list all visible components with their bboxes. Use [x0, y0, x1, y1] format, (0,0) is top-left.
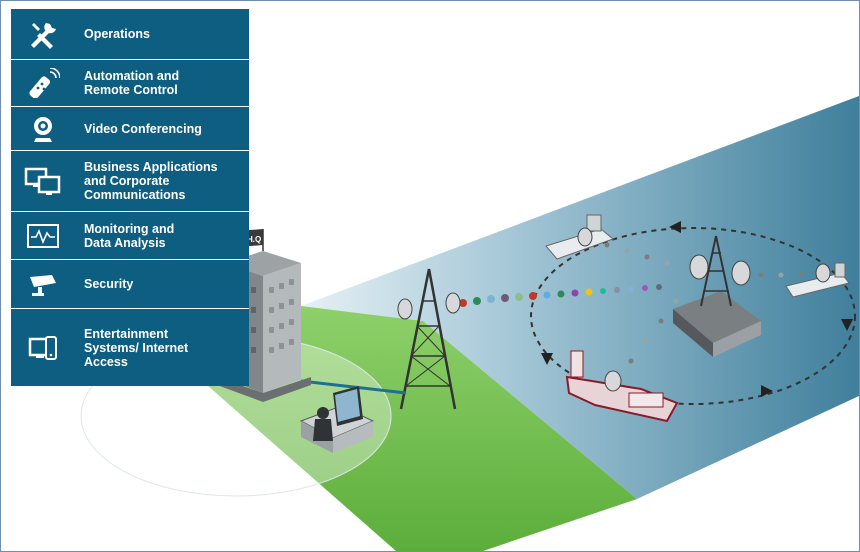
monitor-graph-icon	[23, 219, 63, 253]
hq-flag-label: H.Q	[247, 235, 261, 244]
screen-tablet-icon	[23, 331, 63, 365]
signal-beam-ships	[604, 242, 804, 364]
security-camera-icon	[23, 267, 63, 301]
webcam-icon	[23, 112, 63, 146]
tools-icon	[23, 17, 63, 51]
menu-item-label: Video Conferencing	[84, 121, 202, 136]
menu-item-security[interactable]: Security	[11, 260, 249, 309]
menu-item-label: Monitoring and Data Analysis	[84, 221, 175, 250]
menu-item-automation[interactable]: Automation and Remote Control	[11, 60, 249, 107]
menu-item-label: Operations	[84, 27, 150, 41]
ship-bottom-red	[565, 350, 679, 423]
menu-item-label: Business Applications and Corporate Comm…	[84, 160, 218, 202]
menu-item-label: Entertainment Systems/ Internet Access	[84, 326, 189, 369]
ring-arrow	[541, 353, 553, 365]
workstation	[299, 386, 375, 453]
hq-tower-link	[300, 379, 407, 395]
ring-arrow	[669, 221, 681, 233]
sea-area	[301, 96, 859, 499]
ship-top-left	[545, 214, 614, 260]
ship-right	[785, 262, 850, 298]
ring-arrow	[761, 385, 773, 397]
menu-item-video-conferencing[interactable]: Video Conferencing	[11, 107, 249, 151]
offshore-platform	[673, 235, 761, 357]
land-area	[191, 306, 637, 551]
remote-control-icon	[23, 66, 63, 100]
lattice-tower	[397, 268, 461, 410]
service-menu: Operations Automation and Remote Control	[11, 9, 249, 386]
menu-item-operations[interactable]: Operations	[11, 9, 249, 60]
dashed-orbit-ring	[530, 227, 856, 405]
signal-beam-tower	[459, 284, 662, 307]
ring-arrow	[841, 319, 853, 331]
menu-item-monitoring[interactable]: Monitoring and Data Analysis	[11, 212, 249, 260]
menu-item-entertainment[interactable]: Entertainment Systems/ Internet Access	[11, 309, 249, 386]
menu-item-business-applications[interactable]: Business Applications and Corporate Comm…	[11, 151, 249, 212]
menu-item-label: Automation and Remote Control	[84, 69, 180, 97]
menu-item-label: Security	[84, 277, 134, 291]
computers-icon	[23, 164, 63, 198]
